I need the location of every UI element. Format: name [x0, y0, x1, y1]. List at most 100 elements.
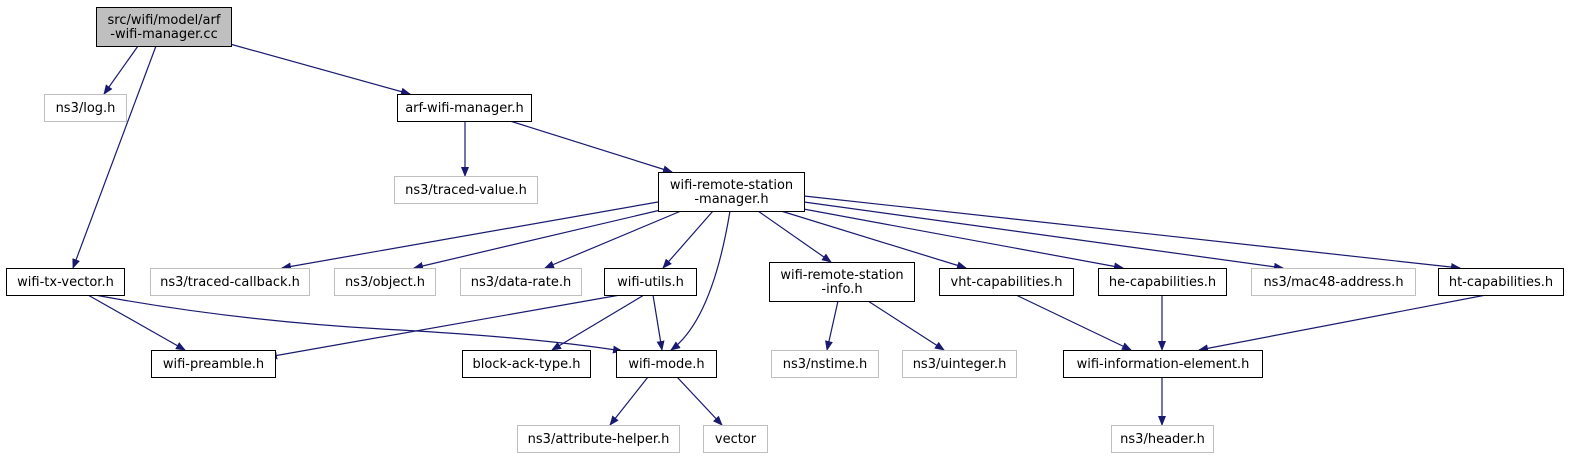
node-data_rate: ns3/data-rate.h: [460, 268, 582, 296]
node-arfh[interactable]: arf-wifi-manager.h: [397, 94, 532, 122]
node-nstime: ns3/nstime.h: [771, 350, 879, 378]
node-label: -info.h: [821, 282, 862, 297]
node-preamble[interactable]: wifi-preamble.h: [151, 350, 276, 378]
node-label: ns3/uinteger.h: [913, 357, 1007, 372]
edge-txvec-to-preamble: [87, 294, 186, 351]
node-label: -wifi-manager.cc: [110, 27, 217, 42]
node-box: [462, 350, 591, 378]
edge-wrsm-to-wrsi: [757, 210, 832, 263]
node-label: ns3/object.h: [345, 275, 425, 290]
node-label: ns3/data-rate.h: [471, 275, 571, 290]
edge-wrsm-to-mode: [670, 210, 731, 351]
node-box: [1251, 268, 1416, 296]
edge-arfh-to-wrsm: [509, 120, 673, 174]
node-label: ns3/attribute-helper.h: [528, 432, 670, 447]
edge-utils-to-preamble: [267, 294, 621, 360]
edge-root-to-arfh: [229, 43, 411, 96]
node-he[interactable]: he-capabilities.h: [1098, 268, 1227, 296]
node-traced_value: ns3/traced-value.h: [394, 176, 538, 204]
edge-utils-to-mode: [652, 294, 665, 351]
node-txvec[interactable]: wifi-tx-vector.h: [6, 268, 125, 296]
node-box: [96, 7, 232, 47]
edge-wrsm-to-object: [413, 208, 666, 270]
node-ht[interactable]: ht-capabilities.h: [1438, 268, 1564, 296]
edge-vht-to-wie: [1015, 294, 1132, 351]
node-box: [1111, 425, 1214, 453]
node-label: -manager.h: [694, 192, 768, 207]
node-label: ns3/nstime.h: [783, 357, 867, 372]
edge-wrsm-to-he: [797, 207, 1124, 271]
node-label: ns3/header.h: [1120, 432, 1205, 447]
node-box: [1098, 268, 1227, 296]
node-label: ns3/log.h: [56, 101, 116, 116]
node-box: [902, 350, 1017, 378]
node-box: [517, 425, 680, 453]
node-label: wifi-remote-station: [780, 268, 903, 283]
edge-utils-to-block_ack: [551, 294, 645, 351]
node-vht[interactable]: vht-capabilities.h: [939, 268, 1074, 296]
node-label: ns3/mac48-address.h: [1263, 275, 1403, 290]
node-label: arf-wifi-manager.h: [405, 101, 524, 116]
node-box: [394, 176, 538, 204]
node-label: ht-capabilities.h: [1449, 275, 1553, 290]
node-object: ns3/object.h: [334, 268, 436, 296]
node-traced_cb: ns3/traced-callback.h: [150, 268, 310, 296]
node-label: wifi-preamble.h: [163, 357, 264, 372]
node-label: he-capabilities.h: [1109, 275, 1216, 290]
node-mac48: ns3/mac48-address.h: [1251, 268, 1416, 296]
node-label: wifi-information-element.h: [1077, 357, 1250, 372]
edge-txvec-to-mode: [94, 294, 623, 354]
node-box: [334, 268, 436, 296]
node-wie[interactable]: wifi-information-element.h: [1063, 350, 1263, 378]
node-label: vht-capabilities.h: [951, 275, 1063, 290]
node-box: [150, 268, 310, 296]
node-box: [1438, 268, 1564, 296]
edge-wrsi-to-nstime: [825, 300, 839, 351]
edges: [72, 43, 1487, 426]
edge-wrsm-to-traced_cb: [281, 201, 659, 271]
edge-wrsm-to-ht: [803, 195, 1461, 271]
node-box: [939, 268, 1074, 296]
node-vector: vector: [703, 425, 768, 453]
node-box: [616, 350, 717, 378]
node-wrsm[interactable]: wifi-remote-station-manager.h: [658, 172, 805, 212]
node-label: wifi-tx-vector.h: [17, 275, 114, 290]
node-label: wifi-remote-station: [670, 178, 793, 193]
node-box: [703, 425, 768, 453]
node-box: [44, 94, 127, 122]
edge-ht-to-wie: [1198, 294, 1487, 353]
edge-mode-to-attr_helper: [609, 376, 649, 426]
node-label: src/wifi/model/arf: [108, 13, 221, 28]
edge-mode-to-vector: [676, 376, 723, 426]
node-box: [460, 268, 582, 296]
edge-wrsm-to-mac48: [803, 201, 1284, 271]
edge-wrsi-to-uinteger: [867, 300, 945, 351]
node-uinteger: ns3/uinteger.h: [902, 350, 1017, 378]
node-wrsi[interactable]: wifi-remote-station-info.h: [769, 262, 915, 302]
node-header: ns3/header.h: [1111, 425, 1214, 453]
node-label: vector: [715, 432, 757, 447]
node-block_ack[interactable]: block-ack-type.h: [462, 350, 591, 378]
node-root[interactable]: src/wifi/model/arf-wifi-manager.cc: [96, 7, 232, 47]
node-label: ns3/traced-value.h: [405, 183, 527, 198]
edge-wrsm-to-data_rate: [544, 210, 682, 269]
node-box: [771, 350, 879, 378]
node-box: [604, 268, 697, 296]
node-mode[interactable]: wifi-mode.h: [616, 350, 717, 378]
node-label: ns3/traced-callback.h: [160, 275, 300, 290]
node-box: [151, 350, 276, 378]
edge-wrsm-to-vht: [780, 210, 967, 270]
node-log: ns3/log.h: [44, 94, 127, 122]
edge-wrsm-to-utils: [662, 210, 714, 269]
edge-root-to-log: [103, 45, 139, 95]
node-box: [397, 94, 532, 122]
node-box: [6, 268, 125, 296]
node-label: wifi-utils.h: [617, 275, 684, 290]
edge-root-to-txvec: [72, 45, 157, 269]
node-box: [769, 262, 915, 302]
node-attr_helper: ns3/attribute-helper.h: [517, 425, 680, 453]
node-box: [658, 172, 805, 212]
node-label: block-ack-type.h: [473, 357, 581, 372]
node-utils[interactable]: wifi-utils.h: [604, 268, 697, 296]
